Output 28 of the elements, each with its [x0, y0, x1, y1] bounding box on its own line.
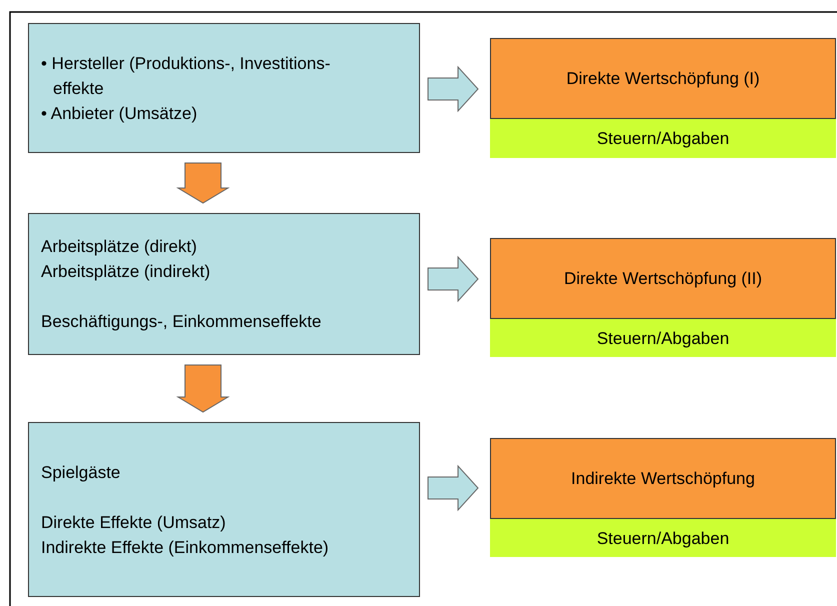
label-text: Direkte Wertschöpfung (II): [564, 268, 762, 290]
label-text: Direkte Wertschöpfung (I): [566, 68, 760, 90]
block-arrow: [428, 464, 479, 512]
tax-band: [490, 518, 836, 557]
info-box: [28, 213, 420, 355]
label-text: Beschäftigungs-, Einkommenseffekte: [41, 311, 322, 333]
info-box: [28, 422, 420, 597]
block-arrow: [428, 66, 479, 112]
label-text: • Hersteller (Produktions-, Investitions- effekte: [41, 52, 332, 100]
value-box: [490, 238, 836, 357]
label-text: Indirekte Effekte (Einkommenseffekte): [41, 536, 330, 558]
block-arrow: [428, 256, 479, 302]
label-text: Steuern/Abgaben: [596, 528, 730, 550]
tax-band: [490, 118, 836, 158]
label-text: Steuern/Abgaben: [596, 328, 730, 350]
block-arrow: [176, 364, 230, 413]
label-text: Steuern/Abgaben: [596, 128, 730, 150]
block-arrow: [176, 162, 230, 204]
label-text: Arbeitsplätze (direkt): [41, 236, 198, 258]
value-box: [490, 38, 836, 158]
info-box: [28, 23, 420, 153]
label-text: Direkte Effekte (Umsatz): [41, 512, 227, 534]
label-text: Spielgäste: [41, 462, 122, 484]
label-text: • Anbieter (Umsätze): [41, 102, 198, 124]
label-text: Indirekte Wertschöpfung: [571, 468, 755, 490]
value-box: [490, 438, 836, 557]
label-text: Arbeitsplätze (indirekt): [41, 261, 212, 283]
tax-band: [490, 318, 836, 357]
